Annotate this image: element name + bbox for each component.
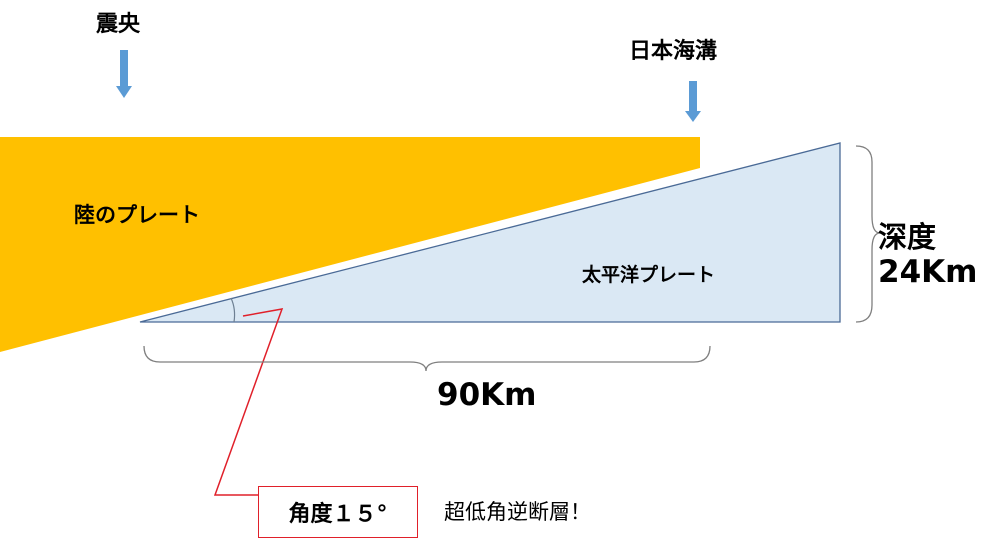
fault-note: 超低角逆断層！ (444, 500, 591, 524)
trench-label: 日本海溝 (629, 39, 718, 64)
land-plate-shape (0, 137, 700, 352)
angle-arc (230, 297, 236, 323)
angle-label: 角度１５° (258, 486, 418, 538)
depth-value: 24Km (878, 254, 978, 290)
depth-brace (855, 145, 881, 323)
land-plate-label: 陸のプレート (74, 203, 200, 227)
angle-callout-line (213, 308, 284, 496)
epicenter-label: 震央 (96, 12, 141, 37)
down-arrow-icon (116, 50, 132, 98)
width-brace (143, 345, 711, 372)
width-value: 90Km (437, 377, 537, 413)
depth-title: 深度 (878, 220, 937, 254)
pacific-plate-shape (139, 142, 841, 323)
pacific-plate-label: 太平洋プレート (582, 264, 716, 286)
down-arrow-icon (685, 81, 701, 122)
